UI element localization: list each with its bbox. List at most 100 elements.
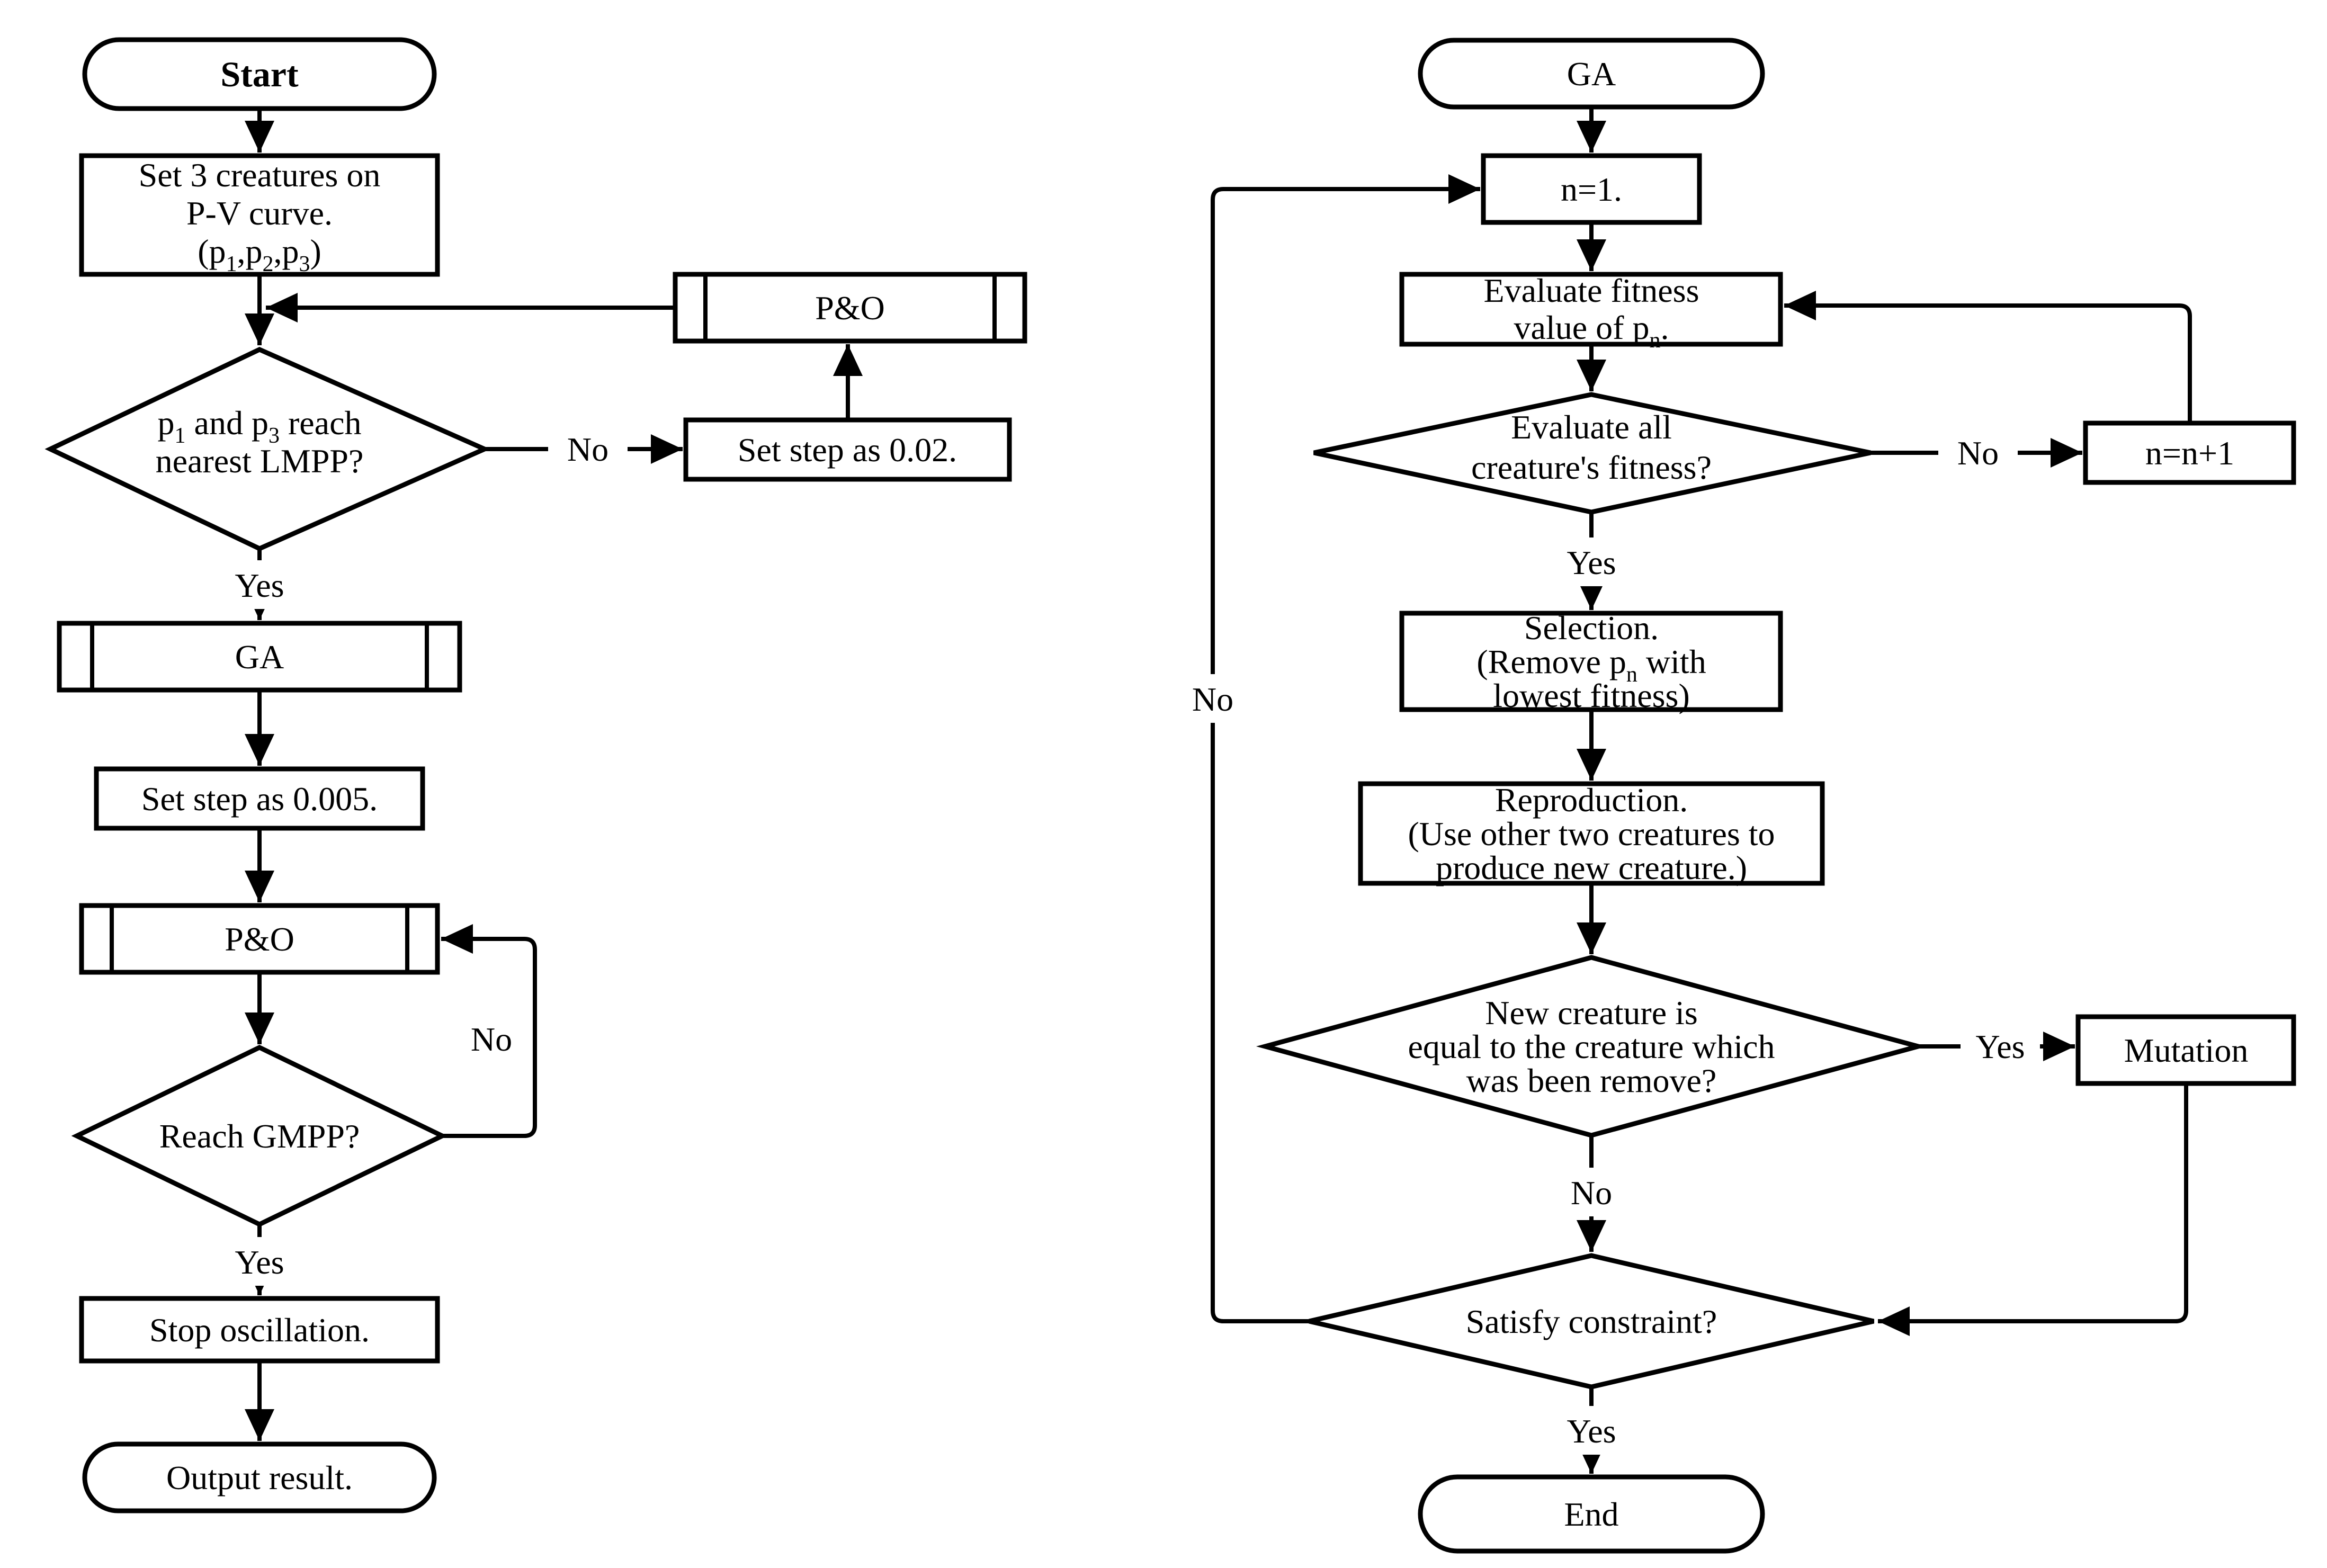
label-yes-mutation: Yes [1975,1028,2025,1065]
ga-start-shape [1418,38,1765,110]
node-set-step-0005: Set step as 0.005. [94,766,425,831]
label-no-eval: No [1957,434,1999,472]
node-new-creature-decision: New creature is equal to the creature wh… [1256,955,1928,1138]
connector-mutation-to-satisfy [1878,1083,2188,1336]
label-gap [1552,1406,1631,1455]
evaluate-fitness-shape [1399,272,1783,347]
label-yes-gmpp: Yes [235,1243,284,1281]
selection-line3: lowest fitness) [1493,677,1690,714]
label-gap [1961,1022,2040,1071]
label-gap [220,560,299,609]
label-yes-satisfy: Yes [1567,1412,1616,1450]
reproduction-line2: (Use other two creatures to [1408,815,1775,853]
node-lmpp-decision: p1 and p3 reach nearest LMPP? [44,347,491,551]
lmpp-line2: nearest LMPP? [156,442,364,480]
label-gap [1552,537,1631,586]
node-end: End [1418,1474,1765,1554]
node-start: Start [82,37,437,111]
po-process-label: P&O [225,920,294,958]
node-ga-process: GA [57,621,462,693]
lmpp-line1: p1 and p3 reach [158,404,362,448]
end-label: End [1564,1495,1618,1533]
evaluate-fitness-line1: Evaluate fitness [1484,272,1699,309]
po-process-shape [79,903,440,975]
label-yes-lmpp: Yes [235,567,284,604]
new-creature-diamond-shape [1256,955,1928,1138]
connector-nplus-return [1784,291,2192,423]
node-output-result: Output result. [82,1441,437,1513]
reproduction-shape [1358,781,1825,886]
po-top-label: P&O [815,289,885,327]
set-step-0005-label: Set step as 0.005. [141,780,378,818]
connector-gmpp-no-loop [441,924,537,1138]
ga-process-shape [57,621,462,693]
satisfy-diamond-shape [1308,1253,1875,1390]
set-creatures-line1: Set 3 creatures on [139,156,381,194]
selection-line1: Selection. [1524,609,1659,647]
n-plus-one-shape [2083,420,2296,485]
stop-oscillation-label: Stop oscillation. [149,1311,370,1349]
node-gmpp-decision: Reach GMPP? [71,1045,448,1227]
label-gap [450,1015,531,1063]
label-no-lmpp: No [567,431,608,468]
start-label: Start [220,54,299,94]
satisfy-label: Satisfy constraint? [1466,1303,1717,1340]
label-no-satisfy: No [1192,680,1233,718]
stop-oscillation-shape [79,1296,440,1364]
node-po-top: P&O [673,272,1027,344]
n1-label: n=1. [1561,171,1622,208]
label-no-gmpp: No [471,1020,512,1058]
end-shape [1418,1474,1765,1554]
mutation-label: Mutation [2124,1032,2249,1069]
reproduction-line3: produce new creature.) [1436,849,1747,886]
output-result-label: Output result. [166,1459,353,1497]
set-step-0005-shape [94,766,425,831]
label-gap [1173,674,1252,723]
lmpp-diamond-shape [44,347,491,551]
node-set-creatures: Set 3 creatures on P-V curve. (p1,p2,p3) [79,153,440,277]
label-gap [220,1237,299,1286]
n-plus-one-label: n=n+1 [2145,434,2234,472]
reproduction-line1: Reproduction. [1495,781,1688,819]
node-n1: n=1. [1481,153,1702,225]
set-step-002-label: Set step as 0.02. [738,431,957,469]
node-satisfy-decision: Satisfy constraint? [1308,1253,1875,1390]
node-reproduction: Reproduction. (Use other two creatures t… [1358,781,1825,886]
label-gap [548,424,628,473]
evaluate-fitness-line2: value of pn. [1514,309,1669,353]
label-yes-eval: Yes [1567,544,1616,581]
evaluate-all-diamond-shape [1313,392,1871,515]
new-creature-line2: equal to the creature which [1408,1028,1775,1065]
selection-shape [1399,611,1783,712]
node-set-step-002: Set step as 0.02. [683,417,1012,482]
new-creature-line3: was been remove? [1466,1062,1717,1099]
evaluate-all-line1: Evaluate all [1511,408,1672,446]
gmpp-diamond-shape [71,1045,448,1227]
connector-satisfy-no-loop [1211,174,1480,1323]
n1-shape [1481,153,1702,225]
set-creatures-line3: (p1,p2,p3) [198,232,321,276]
selection-line2: (Remove pn with [1476,643,1706,687]
node-stop-oscillation: Stop oscillation. [79,1296,440,1364]
ga-start-label: GA [1567,55,1616,93]
node-po-process: P&O [79,903,440,975]
mutation-shape [2075,1014,2296,1086]
node-evaluate-fitness: Evaluate fitness value of pn. [1399,272,1783,353]
start-terminator-shape [82,37,437,111]
label-no-new-creature: No [1571,1174,1612,1212]
node-evaluate-all-decision: Evaluate all creature's fitness? [1313,392,1871,515]
node-ga-start: GA [1418,38,1765,110]
label-gap [1552,1168,1631,1216]
gmpp-label: Reach GMPP? [159,1117,360,1155]
po-top-shape [673,272,1027,344]
node-mutation: Mutation [2075,1014,2296,1086]
output-result-shape [82,1441,437,1513]
node-selection: Selection. (Remove pn with lowest fitnes… [1399,609,1783,714]
ga-process-label: GA [235,638,284,676]
set-creatures-line2: P-V curve. [186,194,333,232]
set-creatures-shape [79,153,440,277]
set-step-002-shape [683,417,1012,482]
label-gap [1938,428,2018,478]
